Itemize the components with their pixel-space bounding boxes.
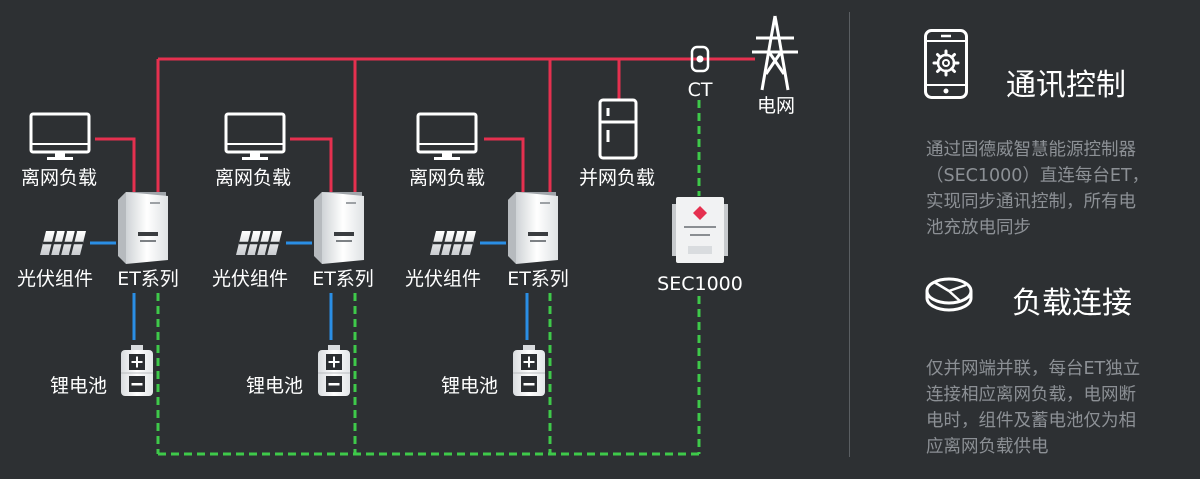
battery-icon — [317, 344, 351, 397]
et-inverter-icon — [508, 192, 558, 264]
controller-label: SEC1000 — [657, 273, 743, 295]
grid-label: 电网 — [757, 95, 795, 117]
desc-line: 仅并网端并联，每台ET独立 — [926, 359, 1141, 379]
system-diagram: 电网 CT 并网负载 SEC1000 离网负载 光伏组件 ET系列 锂电池 — [17, 15, 798, 456]
unit-3: 离网负载 光伏组件 ET系列 锂电池 — [405, 112, 569, 397]
battery-icon — [120, 344, 154, 397]
offgrid-load-label: 离网负载 — [215, 167, 291, 189]
pie-disc-icon — [925, 277, 973, 312]
pv-label: 光伏组件 — [405, 268, 481, 290]
monitor-icon — [224, 112, 286, 162]
grid-tower-icon — [752, 15, 798, 91]
section-title-load-connection: 负载连接 — [1012, 286, 1132, 321]
pv-module-icon — [428, 229, 478, 257]
section-desc-communication: 通过固德威智慧能源控制器 （SEC1000）直连每台ET， 实现同步通讯控制，所… — [926, 137, 1188, 241]
pv-module-icon — [38, 229, 88, 257]
panel-divider — [849, 12, 850, 457]
desc-line: 电时，组件及蓄电池仅为相 — [926, 411, 1136, 431]
et-inverter-icon — [314, 192, 364, 264]
section-desc-load-connection: 仅并网端并联，每台ET独立 连接相应离网负载，电网断 电时，组件及蓄电池仅为相 … — [926, 356, 1188, 460]
section-title-communication: 通讯控制 — [1006, 68, 1126, 103]
inverter-label: ET系列 — [312, 268, 374, 290]
pv-label: 光伏组件 — [212, 268, 288, 290]
offgrid-load-label: 离网负载 — [21, 167, 97, 189]
unit-1: 离网负载 光伏组件 ET系列 锂电池 — [17, 112, 179, 397]
battery-label: 锂电池 — [50, 375, 107, 397]
desc-line: （SEC1000）直连每台ET， — [926, 166, 1150, 186]
ongrid-load-label: 并网负载 — [579, 167, 655, 189]
monitor-icon — [416, 112, 478, 162]
ct-sensor-icon — [690, 45, 710, 73]
pv-label: 光伏组件 — [17, 268, 93, 290]
pv-module-icon — [234, 229, 284, 257]
desc-line: 通过固德威智慧能源控制器 — [926, 140, 1136, 160]
battery-label: 锂电池 — [246, 375, 303, 397]
desc-line: 连接相应离网负载，电网断 — [926, 385, 1136, 405]
dc-lines — [90, 241, 529, 340]
sec1000-controller-icon — [672, 197, 728, 263]
inverter-label: ET系列 — [117, 268, 179, 290]
ac-bus — [95, 57, 755, 192]
comm-lines — [156, 100, 701, 456]
inverter-label: ET系列 — [507, 268, 569, 290]
ct-label: CT — [688, 79, 713, 101]
phone-gear-icon — [924, 29, 968, 99]
battery-icon — [512, 344, 546, 397]
et-inverter-icon — [118, 192, 168, 264]
unit-2: 离网负载 光伏组件 ET系列 锂电池 — [212, 112, 374, 397]
fridge-icon — [598, 98, 638, 160]
offgrid-load-label: 离网负载 — [409, 167, 485, 189]
battery-label: 锂电池 — [441, 375, 498, 397]
desc-line: 应离网负载供电 — [926, 437, 1049, 457]
desc-line: 池充放电同步 — [926, 218, 1031, 238]
monitor-icon — [29, 112, 91, 162]
desc-line: 实现同步通讯控制，所有电 — [926, 192, 1136, 212]
